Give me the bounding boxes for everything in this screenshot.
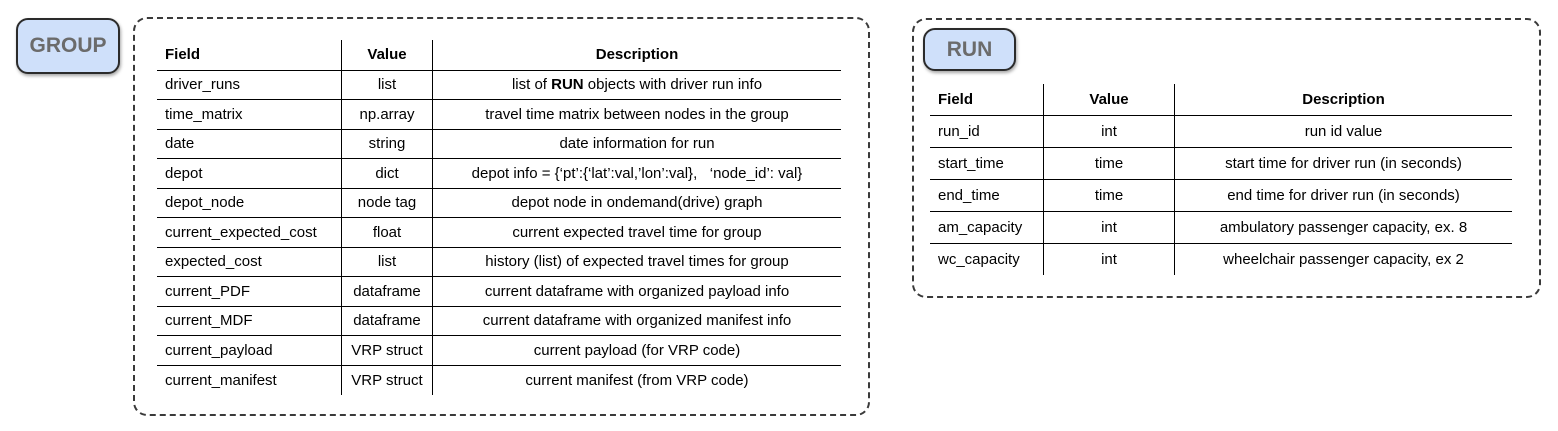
value-cell: dataframe bbox=[341, 305, 433, 336]
table-row: end_time time end time for driver run (i… bbox=[930, 178, 1512, 211]
field-cell: date bbox=[157, 128, 342, 159]
value-cell: dict bbox=[341, 158, 433, 188]
description-cell: current dataframe with organized manifes… bbox=[432, 305, 841, 336]
description-cell: list of RUN objects with driver run info bbox=[432, 69, 841, 100]
description-cell: date information for run bbox=[432, 128, 841, 159]
value-cell: time bbox=[1043, 146, 1175, 179]
description-cell: wheelchair passenger capacity, ex 2 bbox=[1174, 242, 1512, 275]
description-cell: end time for driver run (in seconds) bbox=[1174, 178, 1512, 211]
table-row: wc_capacity int wheelchair passenger cap… bbox=[930, 242, 1512, 275]
table-row: depot dict depot info = {‘pt’:{‘lat’:val… bbox=[157, 158, 841, 188]
description-cell: start time for driver run (in seconds) bbox=[1174, 146, 1512, 179]
table-row: date string date information for run bbox=[157, 128, 841, 159]
group-header-field: Field bbox=[165, 46, 201, 64]
description-cell: depot info = {‘pt’:{‘lat’:val,’lon’:val}… bbox=[432, 158, 841, 188]
value-cell: time bbox=[1043, 178, 1175, 211]
table-row: current_PDF dataframe current dataframe … bbox=[157, 276, 841, 306]
value-cell: VRP struct bbox=[341, 335, 433, 365]
table-row: depot_node node tag depot node in ondema… bbox=[157, 187, 841, 218]
field-cell: expected_cost bbox=[157, 246, 342, 277]
description-cell: current payload (for VRP code) bbox=[432, 335, 841, 365]
table-row: run_id int run id value bbox=[930, 114, 1512, 147]
table-row: time_matrix np.array travel time matrix … bbox=[157, 99, 841, 129]
field-cell: depot bbox=[157, 158, 342, 188]
value-cell: int bbox=[1043, 210, 1175, 243]
run-reference: RUN bbox=[551, 76, 584, 94]
run-tag: RUN bbox=[923, 28, 1016, 71]
description-cell: current manifest (from VRP code) bbox=[432, 364, 841, 395]
group-table-header: Field Value Description bbox=[157, 40, 841, 70]
field-cell: current_PDF bbox=[157, 276, 342, 306]
value-cell: list bbox=[341, 246, 433, 277]
run-table: Field Value Description run_id int run i… bbox=[930, 84, 1512, 275]
value-cell: float bbox=[341, 217, 433, 247]
table-row: start_time time start time for driver ru… bbox=[930, 146, 1512, 179]
value-cell: np.array bbox=[341, 99, 433, 129]
value-cell: dataframe bbox=[341, 276, 433, 306]
table-row: am_capacity int ambulatory passenger cap… bbox=[930, 210, 1512, 243]
table-row: current_expected_cost float current expe… bbox=[157, 217, 841, 247]
field-cell: current_payload bbox=[157, 335, 342, 365]
table-row: current_manifest VRP struct current mani… bbox=[157, 364, 841, 395]
group-table: Field Value Description driver_runs list… bbox=[157, 40, 841, 395]
field-cell: start_time bbox=[930, 146, 1044, 179]
field-cell: time_matrix bbox=[157, 99, 342, 129]
group-header-value: Value bbox=[341, 40, 433, 70]
field-cell: driver_runs bbox=[157, 69, 342, 100]
field-cell: wc_capacity bbox=[930, 242, 1044, 275]
field-cell: depot_node bbox=[157, 187, 342, 218]
run-header-value: Value bbox=[1043, 84, 1175, 115]
group-panel bbox=[133, 17, 870, 416]
table-row: driver_runs list list of RUN objects wit… bbox=[157, 69, 841, 100]
field-cell: current_expected_cost bbox=[157, 217, 342, 247]
value-cell: node tag bbox=[341, 187, 433, 218]
run-panel bbox=[912, 18, 1541, 298]
description-suffix: objects with driver run info bbox=[583, 76, 763, 94]
field-cell: current_manifest bbox=[157, 364, 342, 395]
description-cell: current dataframe with organized payload… bbox=[432, 276, 841, 306]
table-row: current_MDF dataframe current dataframe … bbox=[157, 305, 841, 336]
field-cell: run_id bbox=[930, 114, 1044, 147]
description-cell: history (list) of expected travel times … bbox=[432, 246, 841, 277]
description-cell: travel time matrix between nodes in the … bbox=[432, 99, 841, 129]
group-header-description: Description bbox=[432, 40, 841, 70]
description-cell: current expected travel time for group bbox=[432, 217, 841, 247]
run-header-description: Description bbox=[1174, 84, 1512, 115]
run-header-field: Field bbox=[938, 90, 974, 108]
run-table-header: Field Value Description bbox=[930, 84, 1512, 115]
description-prefix: list of bbox=[511, 76, 552, 94]
description-cell: ambulatory passenger capacity, ex. 8 bbox=[1174, 210, 1512, 243]
table-row: current_payload VRP struct current paylo… bbox=[157, 335, 841, 365]
value-cell: int bbox=[1043, 114, 1175, 147]
group-tag: GROUP bbox=[16, 18, 120, 74]
field-cell: current_MDF bbox=[157, 305, 342, 336]
value-cell: VRP struct bbox=[341, 364, 433, 395]
description-cell: depot node in ondemand(drive) graph bbox=[432, 187, 841, 218]
value-cell: list bbox=[341, 69, 433, 100]
field-cell: end_time bbox=[930, 178, 1044, 211]
value-cell: int bbox=[1043, 242, 1175, 275]
table-row: expected_cost list history (list) of exp… bbox=[157, 246, 841, 277]
value-cell: string bbox=[341, 128, 433, 159]
description-cell: run id value bbox=[1174, 114, 1512, 147]
field-cell: am_capacity bbox=[930, 210, 1044, 243]
